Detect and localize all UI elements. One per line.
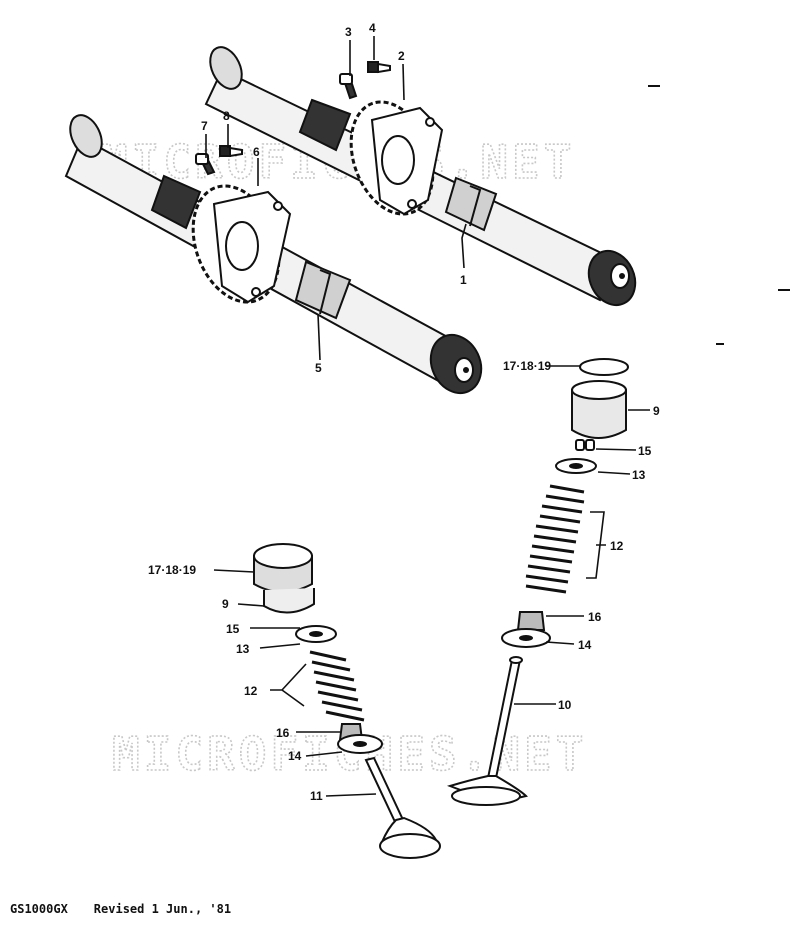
scan-marks	[648, 85, 790, 345]
sprocket-6	[191, 184, 292, 304]
callout-left-17-18-19: 17·18·19	[148, 563, 196, 577]
leader-lines	[205, 36, 650, 797]
callout-left-11: 11	[310, 789, 323, 803]
model-code: GS1000GX	[10, 902, 68, 916]
callout-5: 5	[315, 361, 322, 375]
callout-6: 6	[253, 145, 260, 159]
callout-8: 8	[223, 109, 230, 123]
tappet-right	[571, 380, 627, 439]
callout-3: 3	[345, 25, 352, 39]
springs-right	[525, 484, 585, 594]
bolt-4	[367, 61, 391, 74]
revision-date: Revised 1 Jun., '81	[93, 902, 232, 916]
callout-left-16: 16	[276, 726, 290, 740]
valve-10	[446, 656, 528, 806]
shim-right	[579, 358, 629, 376]
bolt-7	[195, 153, 216, 176]
valve-11	[364, 756, 441, 859]
callout-7: 7	[201, 119, 208, 133]
callout-right-16: 16	[588, 610, 602, 624]
retainer-right	[555, 458, 597, 474]
bolt-3	[339, 73, 358, 100]
footer: GS1000GX Revised 1 Jun., '81	[10, 902, 257, 916]
seat-left	[337, 734, 383, 754]
callout-left-9: 9	[222, 597, 229, 611]
callout-4: 4	[369, 21, 376, 35]
cotter-right	[575, 439, 595, 451]
callout-right-13: 13	[632, 468, 646, 482]
callout-right-15: 15	[638, 444, 652, 458]
seal-right	[516, 611, 546, 631]
sprocket-2	[349, 100, 444, 216]
callout-right-9: 9	[653, 404, 660, 418]
seat-right	[501, 628, 551, 648]
callout-right-12: 12	[610, 539, 624, 553]
springs-left	[309, 650, 365, 722]
callout-left-15: 15	[226, 622, 240, 636]
callout-left-13: 13	[236, 642, 250, 656]
callout-left-12: 12	[244, 684, 258, 698]
bolt-8	[219, 145, 243, 158]
callout-2: 2	[398, 49, 405, 63]
tappet-left	[253, 543, 315, 614]
callout-left-14: 14	[288, 749, 302, 763]
callout-right-10: 10	[558, 698, 572, 712]
retainer-left	[295, 625, 337, 643]
callout-right-14: 14	[578, 638, 592, 652]
callouts: 1 2 3 4 5 6 7 8 17·18·19 9 15 13 12 16 1…	[148, 21, 660, 803]
callout-1: 1	[460, 273, 467, 287]
callout-right-17-18-19: 17·18·19	[503, 359, 551, 373]
